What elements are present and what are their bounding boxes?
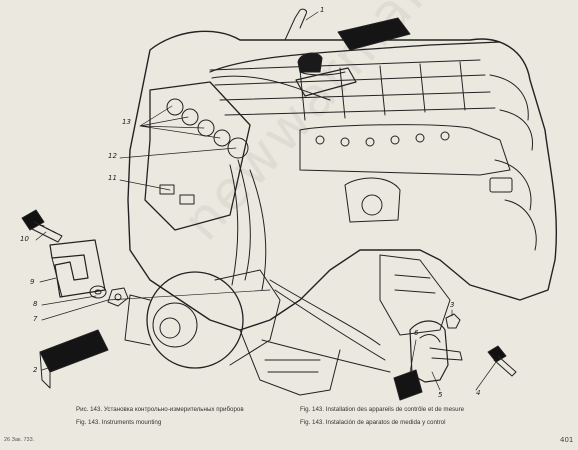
callout-1: 1 bbox=[320, 6, 325, 14]
callout-12: 12 bbox=[108, 152, 117, 160]
callout-7: 7 bbox=[33, 315, 38, 323]
caption-english: Fig. 143. Instruments mounting bbox=[76, 419, 162, 426]
callout-4: 4 bbox=[476, 389, 481, 397]
footnote: 26 Зак. 733. bbox=[4, 437, 35, 443]
callout-5: 5 bbox=[438, 391, 443, 399]
callout-8: 8 bbox=[33, 300, 38, 308]
caption-spanish: Fig. 143. Instalación de aparatos de med… bbox=[300, 419, 446, 426]
callout-11: 11 bbox=[108, 174, 117, 182]
callout-9: 9 bbox=[30, 278, 35, 286]
caption-french: Fig. 143. Installation des appareils de … bbox=[300, 406, 465, 413]
callout-6: 6 bbox=[414, 329, 419, 337]
callout-2: 2 bbox=[33, 366, 38, 374]
callout-13: 13 bbox=[122, 118, 131, 126]
caption-russian: Рис. 143. Установка контрольно-измерител… bbox=[76, 406, 244, 413]
page-number: 401 bbox=[560, 436, 574, 444]
callout-3: 3 bbox=[450, 301, 455, 309]
callout-10: 10 bbox=[20, 235, 29, 243]
